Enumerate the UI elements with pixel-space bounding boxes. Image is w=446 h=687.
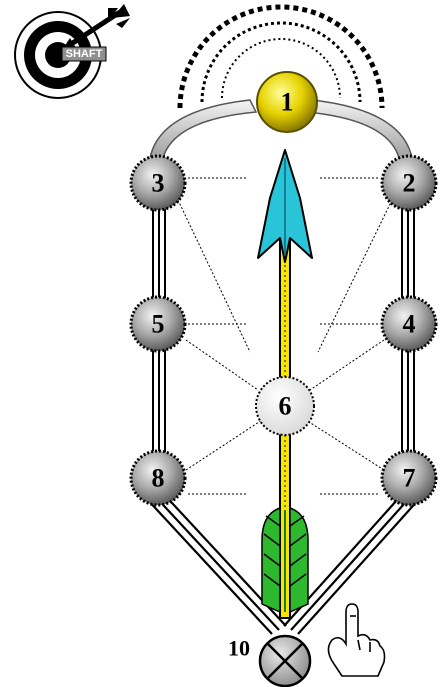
node-1: 1 — [256, 71, 318, 133]
arrow-fletching — [261, 506, 309, 614]
target-arrow-icon: SHAFT — [14, 4, 130, 99]
node-4: 4 — [380, 295, 438, 353]
svg-text:3: 3 — [152, 169, 165, 198]
node-3: 3 — [129, 154, 187, 212]
svg-text:7: 7 — [403, 464, 416, 493]
node-7: 7 — [380, 449, 438, 507]
badge-label: SHAFT — [66, 48, 103, 60]
node-10: 10 — [228, 634, 312, 687]
svg-text:8: 8 — [152, 464, 165, 493]
radiance-arcs — [177, 4, 385, 109]
svg-text:6: 6 — [279, 392, 292, 421]
node-2: 2 — [380, 154, 438, 212]
arrowhead-icon — [257, 149, 313, 263]
svg-text:10: 10 — [228, 636, 250, 661]
svg-text:5: 5 — [152, 310, 165, 339]
dotted-paths — [177, 177, 393, 495]
svg-text:1: 1 — [281, 88, 294, 117]
node-8: 8 — [129, 449, 187, 507]
pointing-hand-icon — [327, 603, 386, 677]
svg-text:4: 4 — [403, 310, 416, 339]
svg-text:2: 2 — [403, 169, 416, 198]
node-6: 6 — [255, 376, 315, 436]
node-5: 5 — [129, 295, 187, 353]
